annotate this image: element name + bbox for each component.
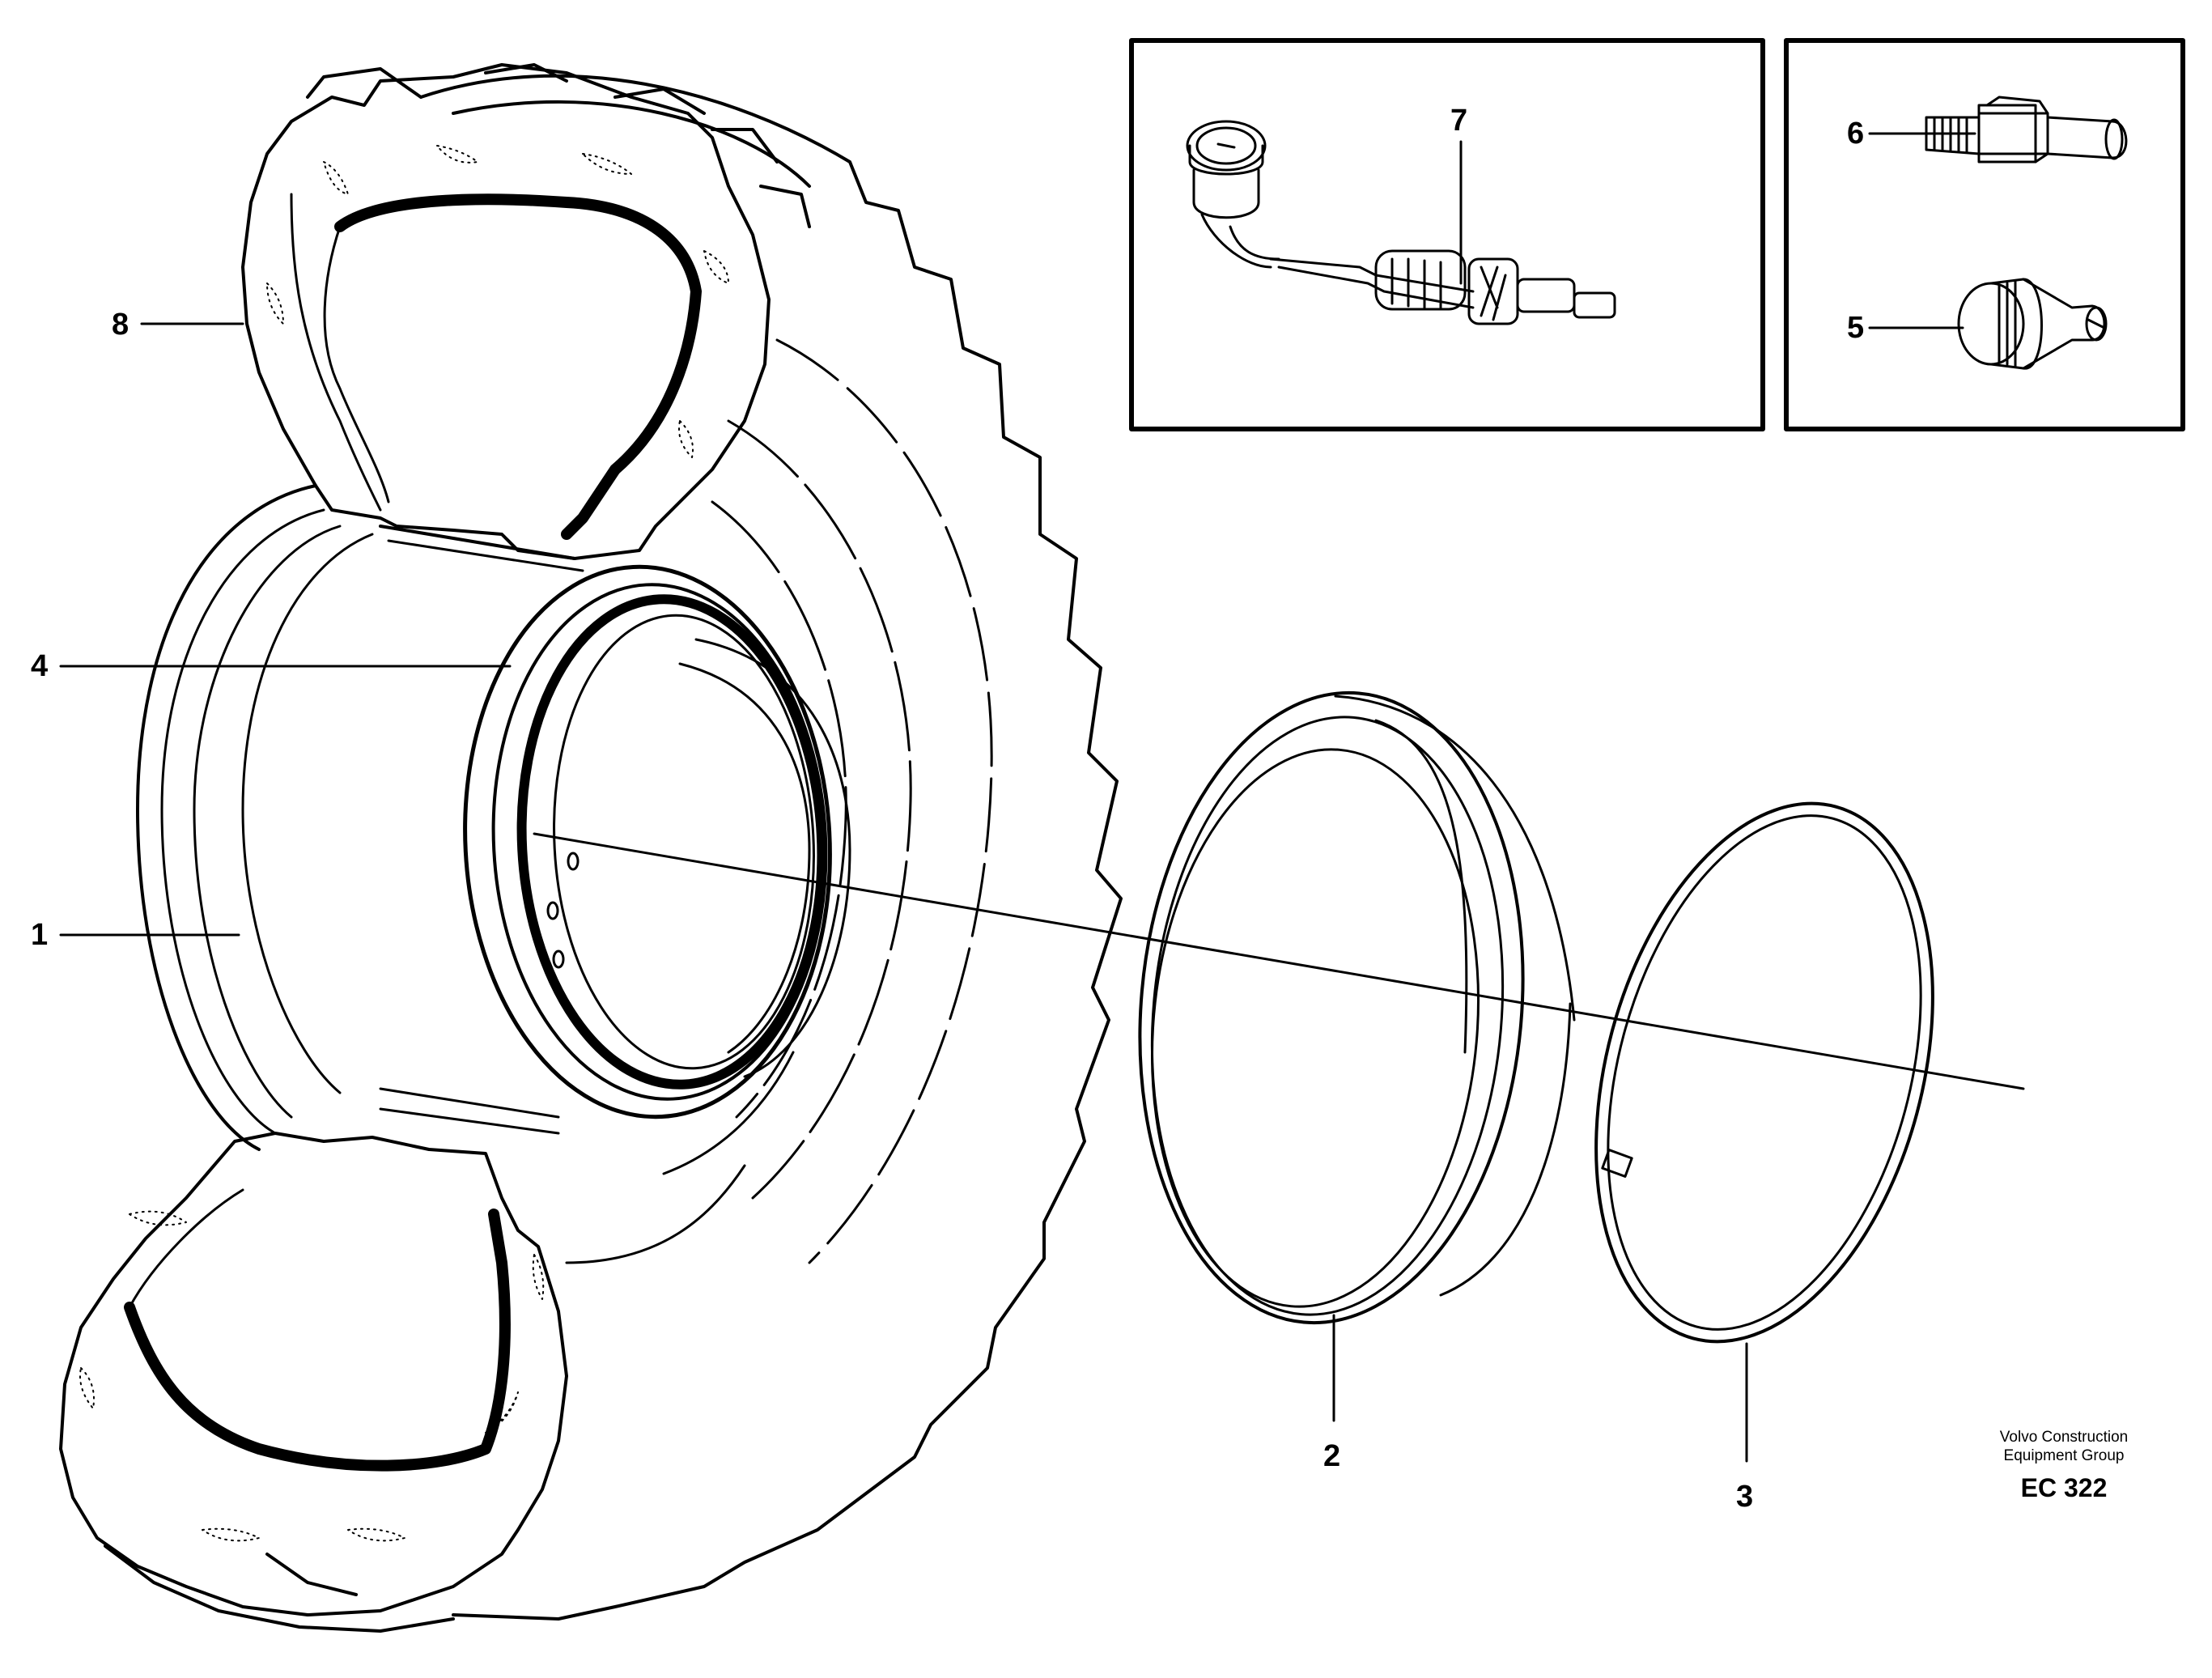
rim <box>136 484 851 1151</box>
publisher-credit: Volvo Construction Equipment Group EC 32… <box>1959 1429 2169 1503</box>
callout-1: 1 <box>31 918 49 952</box>
credit-line-2: Equipment Group <box>2003 1446 2125 1464</box>
tire-sidewall-arcs <box>565 338 993 1264</box>
callout-4: 4 <box>31 649 49 683</box>
side-ring <box>1138 690 1576 1325</box>
tire-section-bottom <box>59 1132 568 1633</box>
tire-section-top <box>241 63 771 560</box>
callout-5: 5 <box>1847 311 1865 345</box>
lock-ring <box>1594 801 1934 1344</box>
figure-code: EC 322 <box>2020 1472 2108 1502</box>
callout-2: 2 <box>1323 1439 1341 1473</box>
callout-7: 7 <box>1450 104 1468 138</box>
callout-6: 6 <box>1847 117 1865 151</box>
tire-outer-profile <box>306 63 1123 1621</box>
valve-detail-box <box>1129 38 1765 431</box>
leader-lines <box>59 132 1976 1463</box>
callout-8: 8 <box>112 308 129 342</box>
adapter-detail-box <box>1784 38 2185 431</box>
assembly-axis-line <box>533 832 2025 1090</box>
callout-3: 3 <box>1736 1480 1754 1514</box>
credit-line-1: Volvo Construction <box>1999 1429 2129 1446</box>
